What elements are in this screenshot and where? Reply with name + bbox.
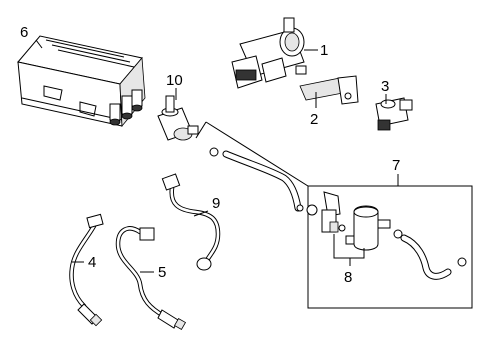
callout-3: 3 [381, 78, 389, 95]
check-valve [321, 191, 391, 251]
callout-10: 10 [166, 72, 183, 89]
leader-lines [35, 39, 399, 273]
vacuum-solenoid-valve [231, 17, 307, 89]
callout-4: 4 [88, 254, 96, 271]
pressure-sensor [375, 97, 413, 131]
hose-right [400, 234, 467, 280]
oxygen-sensor-9 [161, 173, 221, 271]
callout-8: 8 [344, 269, 352, 286]
mounting-bracket [299, 75, 359, 105]
callout-labels: 1 2 3 4 5 6 7 8 9 10 [20, 24, 400, 286]
charcoal-canister [17, 35, 146, 128]
hose-clip-small [306, 204, 403, 239]
callout-2: 2 [310, 111, 318, 128]
callout-6: 6 [20, 24, 28, 41]
callout-5: 5 [158, 264, 166, 281]
hose-left [209, 147, 304, 212]
oxygen-sensor-5 [115, 226, 187, 331]
oxygen-sensor-4 [69, 213, 104, 327]
part-7-group-outline [195, 121, 473, 309]
callout-1: 1 [320, 42, 328, 59]
purge-valve [157, 95, 199, 141]
callout-7: 7 [392, 157, 400, 174]
callout-9: 9 [212, 195, 220, 212]
